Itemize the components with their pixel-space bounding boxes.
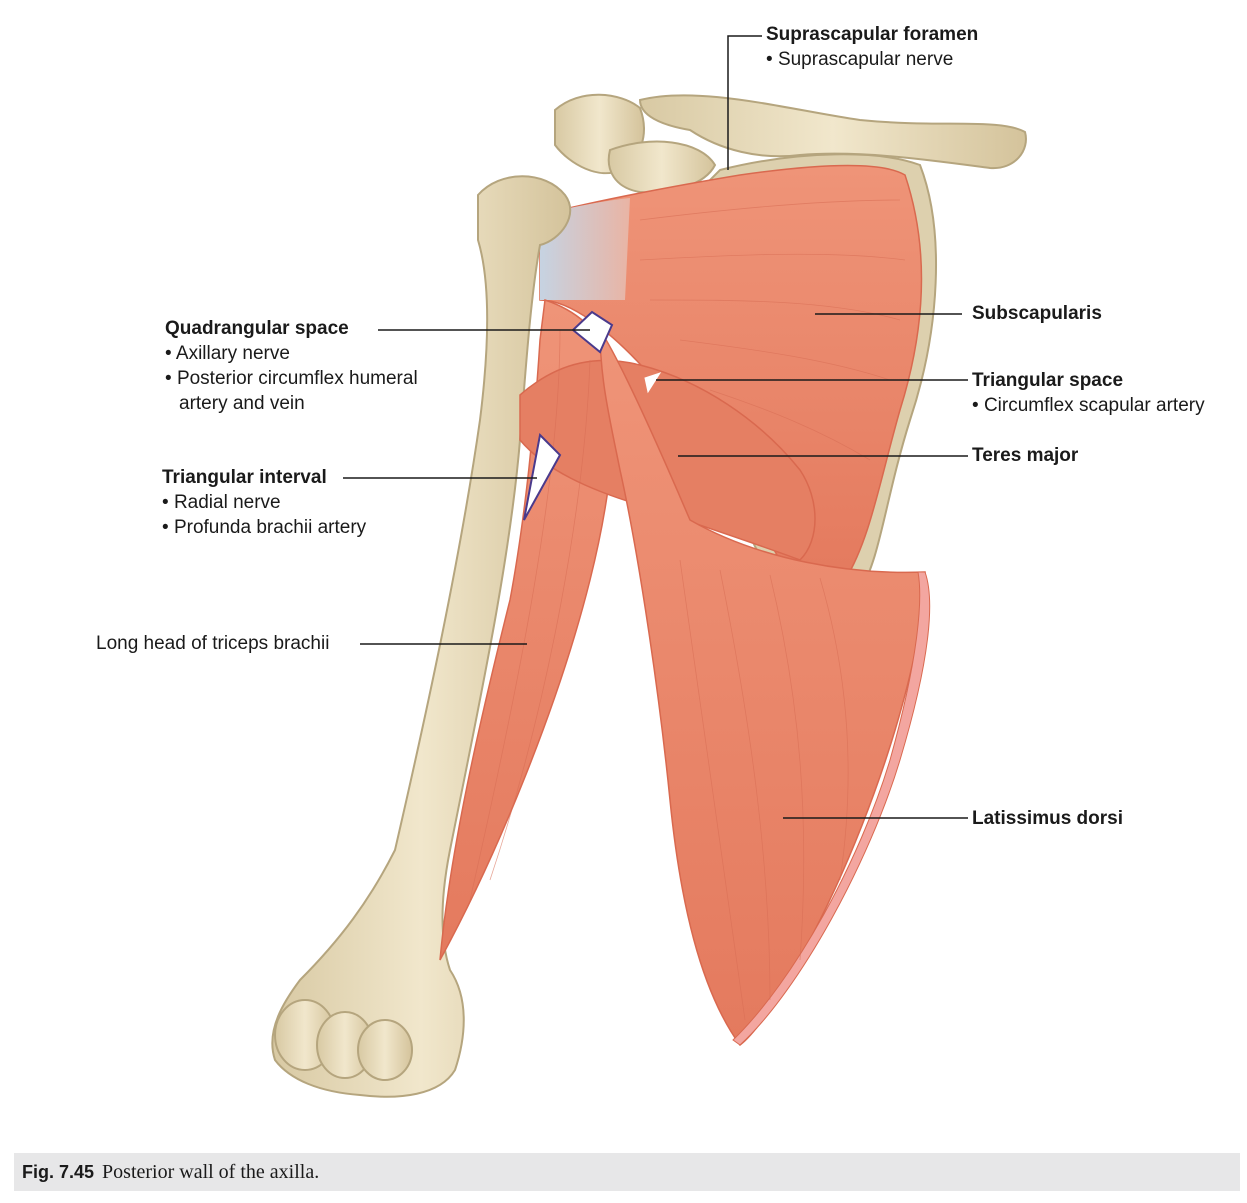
clavicle (638, 94, 1027, 170)
label-title: Latissimus dorsi (972, 808, 1123, 829)
label-subscapularis: Subscapularis (972, 301, 1102, 326)
figure-caption-text: Posterior wall of the axilla. (102, 1161, 320, 1183)
label-title: Triangular interval (162, 467, 327, 488)
label-item: Suprascapular nerve (766, 47, 978, 72)
figure-number: Fig. 7.45 (22, 1162, 95, 1182)
label-suprascapular-foramen: Suprascapular foramen Suprascapular nerv… (766, 22, 978, 72)
leader-suprascapular (727, 35, 762, 170)
leader-lines (343, 35, 968, 819)
label-item: Profunda brachii artery (162, 515, 366, 540)
triangular-space (644, 372, 662, 394)
anatomy-illustration (271, 35, 1027, 1098)
label-triangular-space: Triangular space Circumflex scapular art… (972, 368, 1205, 418)
figure-caption: Fig. 7.45 Posterior wall of the axilla. (14, 1153, 1240, 1191)
label-title: Triangular space (972, 370, 1124, 391)
label-item: Circumflex scapular artery (972, 393, 1205, 418)
label-title: Quadrangular space (165, 318, 349, 339)
label-item: Axillary nerve (165, 341, 418, 366)
humerus (271, 175, 572, 1098)
muscle-fibres (469, 199, 906, 1021)
label-item: Posterior circumflex humeral (165, 366, 418, 391)
humerus-condyles (274, 999, 413, 1081)
label-item: Radial nerve (162, 490, 366, 515)
label-teres-major: Teres major (972, 443, 1078, 468)
teres-major-muscle (519, 359, 816, 561)
label-quadrangular-space: Quadrangular space Axillary nerve Poster… (165, 316, 418, 416)
label-item-continued: artery and vein (179, 393, 305, 414)
quadrangular-space (571, 310, 614, 354)
label-long-head-triceps: Long head of triceps brachii (96, 631, 329, 656)
label-title: Suprascapular foramen (766, 24, 979, 45)
label-latissimus-dorsi: Latissimus dorsi (972, 806, 1123, 831)
label-title: Subscapularis (972, 303, 1102, 324)
label-title: Teres major (972, 445, 1079, 466)
label-title: Long head of triceps brachii (96, 633, 330, 654)
label-triangular-interval: Triangular interval Radial nerve Profund… (162, 465, 366, 540)
latissimus-dorsi-edge (732, 571, 931, 1046)
